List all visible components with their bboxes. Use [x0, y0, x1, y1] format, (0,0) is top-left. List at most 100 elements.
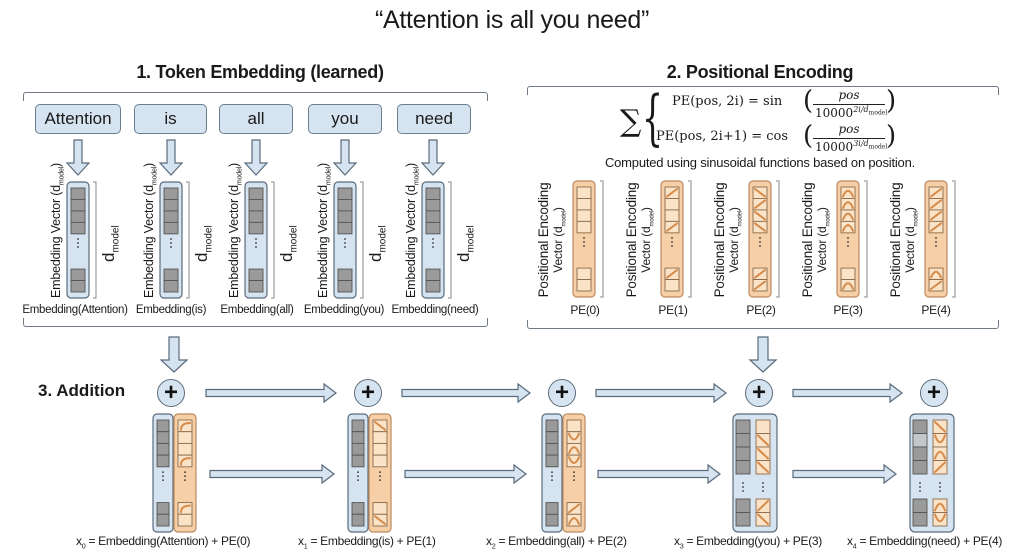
positional-encoding-bracket-top: [527, 86, 999, 95]
flow-arrow-bottom: [209, 463, 335, 485]
emb-cell: [248, 187, 264, 200]
pe-label-4: PE(4): [921, 303, 951, 317]
paren-close: ): [886, 86, 897, 116]
ellipsis-dot: [344, 246, 346, 248]
embedding-label-attention: Embedding(Attention): [22, 304, 128, 316]
pe-cell: [664, 279, 680, 292]
ellipsis-dot: [184, 479, 186, 481]
emb-cell: [351, 502, 365, 515]
dimension-bracket: [600, 180, 604, 298]
pe-cell: [372, 442, 388, 456]
pe-cell: [664, 198, 680, 211]
wave-mark: [934, 421, 946, 433]
emb-cell: [351, 513, 365, 527]
expr: = Embedding(Attention) + PE(0): [85, 534, 251, 548]
ellipsis-dot: [170, 246, 172, 248]
denominator-base: 10000: [815, 140, 854, 154]
ellipsis-dot: [573, 471, 575, 473]
ellipsis-dot: [759, 245, 761, 247]
emb-cell: [337, 210, 353, 223]
formula-line-2-denominator: 100003i/dmodel: [815, 139, 887, 154]
emb-cell: [156, 513, 170, 527]
dimension-bracket: [271, 181, 275, 299]
ellipsis-dot: [762, 486, 764, 488]
token-all: all: [219, 104, 293, 134]
wave-mark: [930, 280, 942, 290]
formula-line-2-numerator: pos: [838, 122, 860, 136]
ellipsis-dot: [170, 238, 172, 240]
token-need: need: [397, 104, 471, 134]
var: x: [298, 534, 304, 548]
ellipsis-dot: [919, 490, 921, 492]
flow-arrow-top: [401, 382, 531, 404]
wave-mark: [374, 421, 386, 431]
pe-label-1: PE(1): [658, 303, 688, 317]
token-text: you: [331, 109, 359, 128]
dimension-bracket: [864, 180, 868, 298]
expr: = Embedding(need) + PE(4): [856, 534, 1003, 548]
formula-line-2: PE(pos, 2i+1) = cos: [656, 129, 788, 144]
ellipsis-dot: [935, 241, 937, 243]
section-addition-title: 3. Addition: [38, 381, 126, 400]
ellipsis-dot: [432, 242, 434, 244]
paren-close: ): [886, 121, 897, 151]
pe-cell: [177, 442, 193, 456]
emb-cell: [163, 221, 179, 235]
var: x: [674, 534, 680, 548]
embedding-vector-label: Embedding Vector (dmodel): [227, 163, 244, 298]
wave-mark: [754, 269, 766, 279]
ellipsis-dot: [551, 479, 553, 481]
ellipsis-dot: [583, 241, 585, 243]
ellipsis-dot: [432, 238, 434, 240]
pe-cell: [576, 267, 592, 280]
dimension-bracket: [776, 180, 780, 298]
emb-cell: [163, 187, 179, 200]
ellipsis-dot: [344, 238, 346, 240]
wave-mark: [666, 222, 678, 232]
flow-arrow-bottom: [792, 463, 897, 485]
wave-mark: [930, 270, 942, 279]
wave-mark: [180, 422, 191, 431]
plus-icon: +: [548, 379, 576, 407]
emb-cell: [248, 280, 264, 293]
pe-cell: [566, 513, 582, 527]
ellipsis-dot: [919, 482, 921, 484]
ellipsis-dot: [379, 479, 381, 481]
ellipsis-dot: [671, 245, 673, 247]
emb-cell: [425, 221, 441, 235]
pe-cell: [372, 454, 388, 468]
emb-cell: [70, 268, 86, 281]
emb-cell: [735, 498, 751, 513]
emb-cell: [163, 280, 179, 293]
section2-to-addition-arrow: [748, 336, 778, 373]
emb-cell: [248, 221, 264, 235]
wave-mark: [934, 434, 946, 444]
wave-mark: [568, 517, 580, 525]
embedding-label-you: Embedding(you): [303, 304, 385, 316]
dmodel-label: dmodel: [454, 225, 477, 262]
pe-cell: [566, 454, 582, 468]
wave-mark: [568, 446, 580, 455]
ellipsis-dot: [255, 238, 257, 240]
pe-cell: [177, 431, 193, 444]
ellipsis-dot: [255, 242, 257, 244]
var: x: [847, 534, 853, 548]
wave-mark: [930, 222, 942, 232]
curly-brace: {: [642, 83, 664, 153]
ellipsis-dot: [162, 475, 164, 477]
emb-cell: [70, 280, 86, 293]
emb-cell: [156, 454, 170, 468]
emb-cell: [70, 187, 86, 200]
ellipsis-dot: [77, 238, 79, 240]
pe-label-0: PE(0): [570, 303, 600, 317]
dimension-bracket: [448, 181, 452, 299]
wave-mark: [666, 188, 678, 198]
ellipsis-dot: [583, 245, 585, 247]
pe-cell: [372, 431, 388, 444]
emb-cell: [735, 446, 751, 461]
wave-mark: [754, 280, 766, 290]
embedding-vector-label: Embedding Vector (dmodel): [316, 163, 333, 298]
var: x: [76, 534, 82, 548]
ellipsis-dot: [551, 475, 553, 477]
